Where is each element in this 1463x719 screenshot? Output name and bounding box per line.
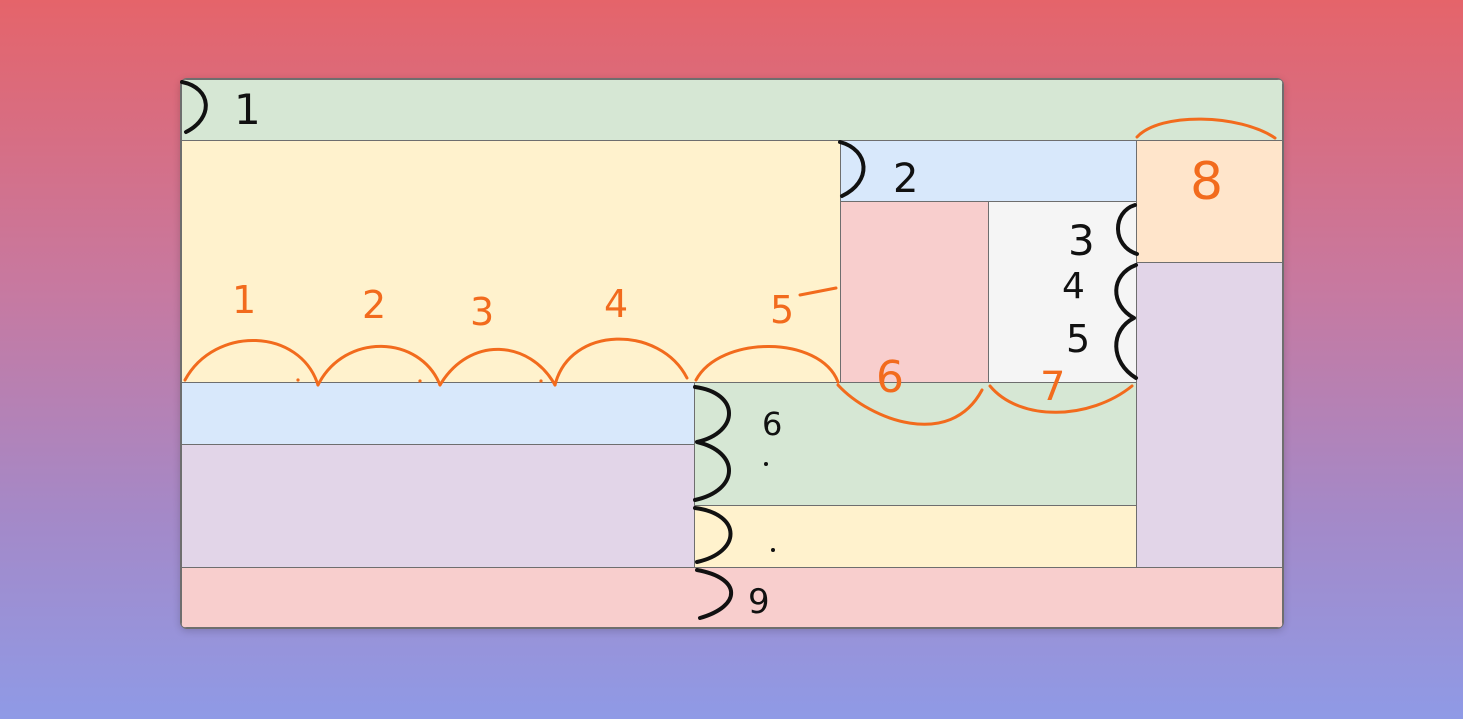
region-top-bar xyxy=(181,79,1283,141)
region-large-yellow xyxy=(181,140,841,383)
region-gray-block xyxy=(988,201,1137,383)
region-orange-corner xyxy=(1136,140,1283,263)
region-pink-block xyxy=(840,201,989,383)
region-bottom-bar xyxy=(181,567,1283,628)
region-purple-left xyxy=(181,444,695,568)
region-blue-upper xyxy=(840,140,1137,202)
region-purple-right xyxy=(1136,262,1283,568)
layout-board xyxy=(180,78,1284,629)
region-green-middle xyxy=(694,382,1137,506)
region-blue-lower xyxy=(181,382,695,445)
region-yellow-small xyxy=(694,505,1137,568)
